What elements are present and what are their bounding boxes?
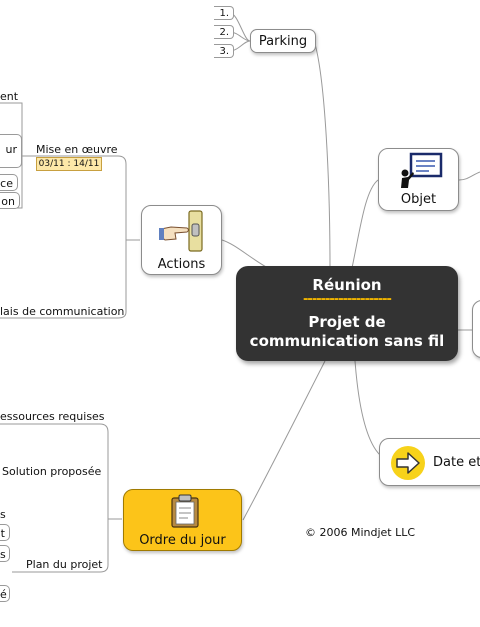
- ordre-item-plan[interactable]: Plan du projet: [26, 558, 103, 571]
- ordre-du-jour-node[interactable]: Ordre du jour: [123, 489, 242, 551]
- actions-cut-item-4[interactable]: on: [0, 192, 20, 209]
- ordre-cut-item-4[interactable]: é: [0, 585, 10, 602]
- ordre-cut-item-2[interactable]: t: [0, 524, 10, 541]
- central-subtitle-line1: Projet de: [308, 313, 386, 331]
- actions-cut-item-3[interactable]: ce: [0, 174, 18, 191]
- ordre-cut-item-1: s: [0, 508, 6, 521]
- actions-cut-item-2[interactable]: ur: [0, 134, 22, 168]
- clipboard-icon: [171, 494, 199, 528]
- ordre-du-jour-label: Ordre du jour: [139, 533, 226, 548]
- arrow-right-icon: [391, 446, 425, 480]
- copyright-text: © 2006 Mindjet LLC: [305, 526, 416, 539]
- partial-right-node[interactable]: [472, 300, 480, 358]
- delais-communication-label[interactable]: lais de communication: [0, 305, 125, 318]
- actions-label: Actions: [157, 257, 206, 272]
- parking-node[interactable]: Parking: [250, 29, 316, 53]
- parking-label: Parking: [258, 34, 308, 49]
- central-subtitle: Projet de communication sans fil: [236, 313, 458, 351]
- ordre-item-solution[interactable]: Solution proposée: [2, 465, 102, 478]
- date-range-badge: 03/11 : 14/11: [36, 157, 102, 171]
- ordre-item-ressources[interactable]: essources requises: [0, 410, 105, 423]
- parking-item-2[interactable]: 2.: [214, 25, 234, 39]
- actions-cut-item-1: ent: [0, 90, 19, 103]
- central-subtitle-line2: communication sans fil: [249, 332, 445, 350]
- central-separator: --------------------: [303, 292, 392, 307]
- central-title: Réunion: [312, 276, 382, 294]
- ordre-cut-item-3[interactable]: s: [0, 545, 10, 562]
- objet-label: Objet: [400, 192, 437, 207]
- parking-item-1[interactable]: 1.: [214, 6, 234, 20]
- pointing-hand-switch-icon: [159, 210, 203, 252]
- date-label: Date et: [433, 455, 480, 470]
- actions-node[interactable]: Actions: [141, 205, 222, 275]
- presentation-icon: [401, 152, 443, 188]
- central-topic[interactable]: Réunion -------------------- Projet de c…: [236, 266, 458, 361]
- objet-node[interactable]: Objet: [378, 148, 459, 211]
- mise-en-oeuvre-label[interactable]: Mise en œuvre: [36, 143, 118, 156]
- date-node[interactable]: Date et: [379, 438, 480, 486]
- parking-item-3[interactable]: 3.: [214, 44, 234, 58]
